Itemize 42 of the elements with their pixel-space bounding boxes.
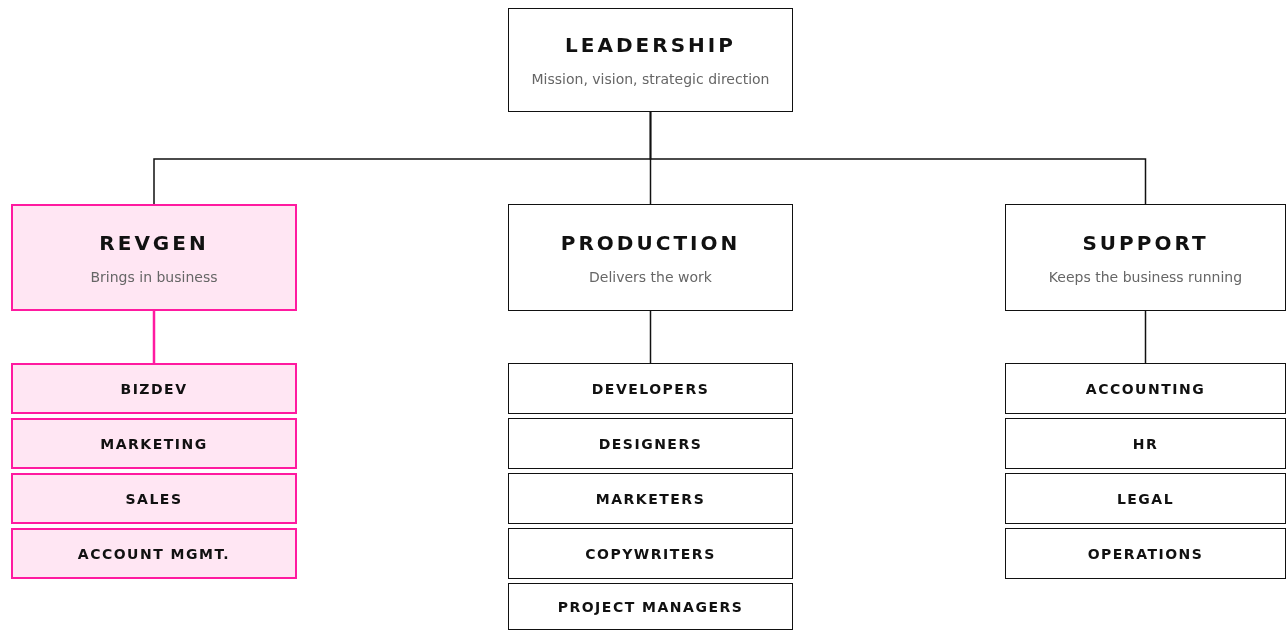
node-title: REVGEN <box>99 230 209 255</box>
department-box <box>11 204 297 311</box>
team-box <box>508 528 793 579</box>
team-box <box>508 473 793 524</box>
node-title: ACCOUNTING <box>1085 380 1206 397</box>
team-box <box>1005 528 1286 579</box>
connector-line <box>649 310 652 364</box>
team-box <box>508 583 793 630</box>
node-title: MARKETING <box>100 435 208 452</box>
node-description: Mission, vision, strategic direction <box>531 71 770 87</box>
node-title: SALES <box>125 490 183 507</box>
node-description: Keeps the business running <box>1048 268 1243 285</box>
team-box <box>11 418 297 469</box>
node-title: LEADERSHIP <box>565 33 736 57</box>
node-title: PRODUCTION <box>560 230 741 255</box>
team-box <box>508 363 793 414</box>
department-box <box>508 204 793 311</box>
team-box <box>1005 418 1286 469</box>
node-title: DEVELOPERS <box>591 380 710 397</box>
node-title: COPYWRITERS <box>585 545 716 562</box>
node-description: Brings in business <box>90 268 218 285</box>
team-box <box>11 528 297 579</box>
node-title: DESIGNERS <box>598 435 703 452</box>
node-title: BIZDEV <box>120 380 188 397</box>
connector-line <box>1144 310 1147 364</box>
team-box <box>11 473 297 524</box>
node-title: ACCOUNT MGMT. <box>77 545 231 562</box>
connector-line <box>152 311 156 363</box>
team-box <box>11 363 297 414</box>
node-description: Delivers the work <box>589 268 712 285</box>
connector-line <box>649 111 1147 205</box>
department-box <box>508 8 793 112</box>
node-title: PROJECT MANAGERS <box>557 598 744 615</box>
node-title: OPERATIONS <box>1087 545 1204 562</box>
node-title: HR <box>1132 435 1159 452</box>
team-box <box>1005 363 1286 414</box>
team-box <box>1005 473 1286 524</box>
node-title: SUPPORT <box>1082 230 1209 255</box>
team-box <box>508 418 793 469</box>
node-title: MARKETERS <box>595 490 706 507</box>
department-box <box>1005 204 1286 311</box>
node-title: LEGAL <box>1116 490 1175 507</box>
